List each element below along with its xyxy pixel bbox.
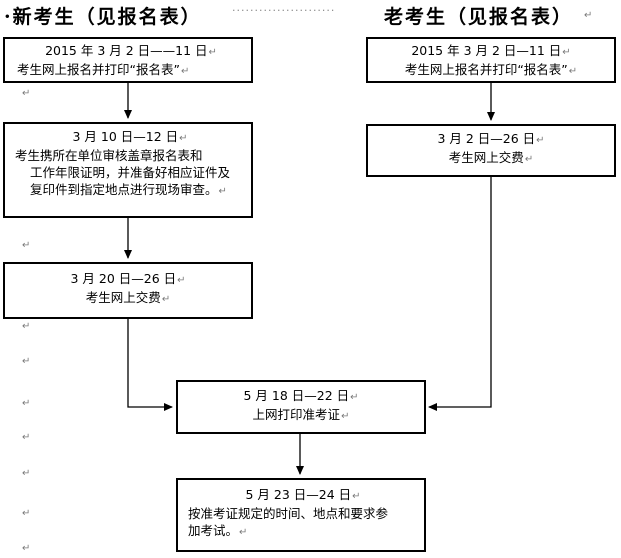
step-desc: 考生网上交费 [85, 290, 161, 305]
step-date: 2015 年 3 月 2 日—11 日 [411, 43, 562, 58]
pilcrow-mark: ↵ [584, 10, 593, 21]
step-desc: 加考试。 [188, 523, 239, 538]
step-desc: 考生网上交费 [448, 150, 524, 165]
step-date: 5 月 23 日—24 日 [245, 487, 352, 502]
header-separator-dots: ······················· [232, 4, 336, 17]
pilcrow-mark: ↵ [22, 398, 31, 409]
old-step-registration: 2015 年 3 月 2 日—11 日↵ 考生网上报名并打印“报名表”↵ [366, 37, 616, 83]
common-step-print-admission: 5 月 18 日—22 日↵ 上网打印准考证↵ [176, 380, 426, 434]
old-candidates-header: 老考生（见报名表） [384, 6, 574, 28]
pilcrow-mark: ↵ [22, 468, 31, 479]
step-date: 2015 年 3 月 2 日——11 日 [45, 43, 208, 58]
step-desc: 考生网上报名并打印“报名表” [17, 62, 180, 77]
step-date: 5 月 18 日—22 日 [243, 388, 350, 403]
step-desc: 复印件到指定地点进行现场审查。 [30, 182, 218, 197]
step-desc: 工作年限证明，并准备好相应证件及 [30, 165, 231, 180]
pilcrow-mark: ↵ [22, 543, 31, 554]
new-step-payment: 3 月 20 日—26 日↵ 考生网上交费↵ [3, 262, 253, 319]
pilcrow-mark: ↵ [22, 432, 31, 443]
step-desc: 上网打印准考证 [252, 407, 341, 422]
step-date: 3 月 10 日—12 日 [72, 129, 179, 144]
new-step-registration: 2015 年 3 月 2 日——11 日↵ 考生网上报名并打印“报名表”↵ [3, 37, 253, 83]
pilcrow-mark: ↵ [22, 321, 31, 332]
step-date: 3 月 20 日—26 日 [70, 271, 177, 286]
common-step-exam: 5 月 23 日—24 日↵ 按准考证规定的时间、地点和要求参 加考试。↵ [176, 478, 426, 552]
new-candidates-header: ·新考生（见报名表） [4, 6, 202, 28]
step-desc: 按准考证规定的时间、地点和要求参 [188, 506, 389, 521]
old-step-payment: 3 月 2 日—26 日↵ 考生网上交费↵ [366, 124, 616, 177]
pilcrow-mark: ↵ [22, 88, 31, 99]
step-desc: 考生携所在单位审核盖章报名表和 [15, 148, 203, 163]
arrow-new-3-to-print [127, 319, 173, 411]
pilcrow-mark: ↵ [22, 240, 31, 251]
step-date: 3 月 2 日—26 日 [437, 131, 536, 146]
new-step-onsite-review: 3 月 10 日—12 日↵ 考生携所在单位审核盖章报名表和 工作年限证明，并准… [3, 122, 253, 218]
pilcrow-mark: ↵ [22, 508, 31, 519]
arrow-old-2-to-print [428, 177, 492, 411]
pilcrow-mark: ↵ [22, 356, 31, 367]
step-desc: 考生网上报名并打印“报名表” [404, 62, 568, 77]
